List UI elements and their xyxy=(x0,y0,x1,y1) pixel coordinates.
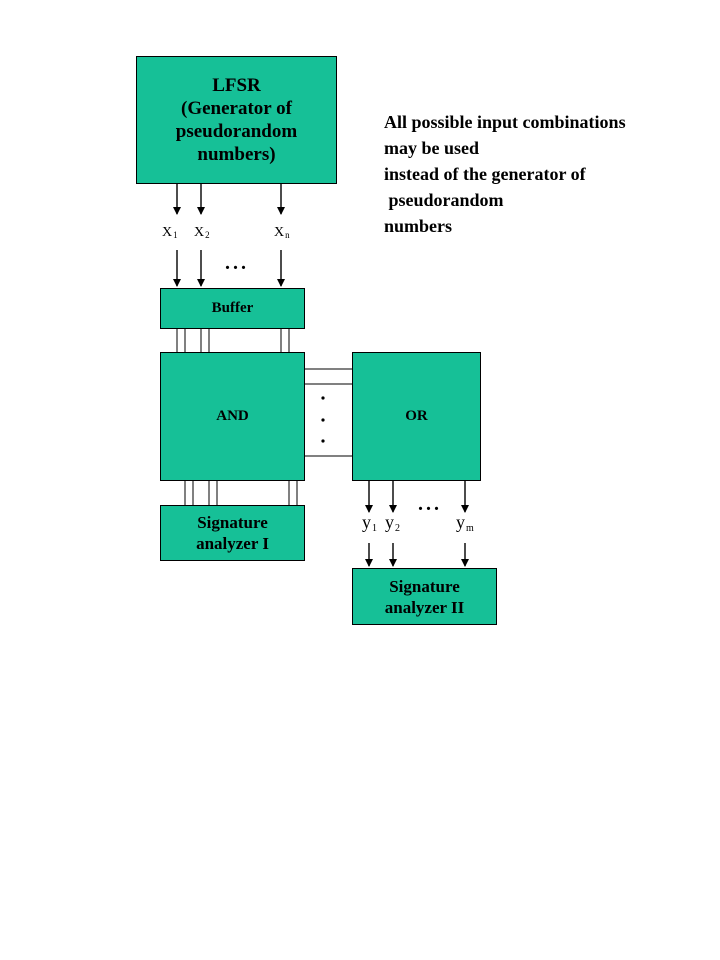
lfsr-line-3: pseudorandom xyxy=(175,121,298,142)
output-label-ym: ym xyxy=(456,512,474,534)
buffer-and-lines xyxy=(176,329,290,352)
and-or-lines xyxy=(305,368,352,457)
sig1-line-1: Signature xyxy=(197,513,268,532)
and-block: AND xyxy=(160,352,305,481)
input-label-x1: X1 xyxy=(162,225,178,241)
or-label: OR xyxy=(405,408,428,424)
lfsr-title: LFSR xyxy=(212,75,261,96)
sig2-line-1: Signature xyxy=(389,576,460,596)
signature-analyzer-2-block: Signature analyzer II xyxy=(352,568,497,625)
lfsr-line-2: (Generator of xyxy=(181,98,292,119)
input-label-x2: X2 xyxy=(194,225,210,241)
note-line-4: pseudorandom xyxy=(384,190,504,210)
and-label: AND xyxy=(216,408,249,424)
sig2-line-2: analyzer II xyxy=(384,597,465,617)
sig1-line-2: analyzer I xyxy=(196,534,269,553)
lfsr-line-4: numbers) xyxy=(197,144,276,165)
signature-analyzer-1-block: Signature analyzer I xyxy=(160,505,305,561)
or-block: OR xyxy=(352,352,481,481)
and-sig1-lines xyxy=(184,481,298,505)
output-label-y1: y1 xyxy=(362,512,377,534)
note-line-3: instead of the generator of xyxy=(384,164,586,184)
output-ellipsis: ... xyxy=(418,493,442,515)
input-label-xn: Xn xyxy=(274,225,290,241)
buffer-block: Buffer xyxy=(160,288,305,329)
lfsr-block: LFSR (Generator of pseudorandom numbers) xyxy=(136,56,337,184)
note-text: All possible input combinations may be us… xyxy=(384,109,704,239)
and-or-vertical-dots xyxy=(321,396,325,443)
buffer-label: Buffer xyxy=(211,300,254,316)
note-line-2: may be used xyxy=(384,138,480,158)
input-ellipsis: ... xyxy=(225,252,249,274)
note-line-1: All possible input combinations xyxy=(384,112,626,132)
output-label-y2: y2 xyxy=(385,512,400,534)
note-line-5: numbers xyxy=(384,216,453,236)
